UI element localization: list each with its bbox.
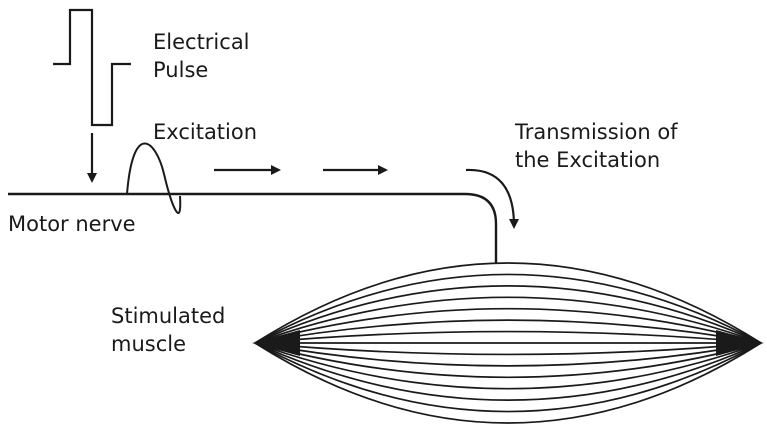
motor-nerve-label: Motor nerve — [8, 210, 136, 238]
excitation-label-text: Excitation — [153, 120, 258, 144]
stimulated-muscle-label-line1: Stimulated — [111, 304, 226, 328]
transmission-label: Transmission of the Excitation — [515, 118, 678, 174]
electrical-pulse-waveform — [53, 8, 131, 127]
stimulated-muscle-label: Stimulated muscle — [111, 302, 225, 358]
muscle-fiber — [254, 319, 762, 344]
transmission-arrow — [465, 168, 519, 229]
muscle-fiber — [254, 342, 762, 379]
muscle-fiber — [254, 262, 762, 344]
excitation-wave — [126, 142, 182, 214]
muscle-fiber — [254, 342, 762, 413]
muscle-fiber — [254, 285, 762, 344]
stimulated-muscle-label-line2: muscle — [111, 332, 187, 356]
muscle-right-tendon — [716, 330, 764, 356]
muscle-fiber — [254, 330, 762, 344]
transmission-label-line1: Transmission of — [515, 120, 678, 144]
muscle-fiber — [254, 342, 762, 356]
muscle-left-tendon — [252, 330, 300, 356]
muscle-fiber — [254, 342, 762, 401]
electrical-pulse-label-line2: Pulse — [153, 58, 209, 82]
electrical-pulse-label: Electrical Pulse — [153, 28, 250, 84]
excitation-label: Excitation — [153, 118, 257, 146]
transmission-label-line2: the Excitation — [515, 148, 661, 172]
muscle-fiber — [254, 342, 762, 424]
stimulated-muscle-fibers — [254, 262, 762, 424]
muscle-fiber — [254, 342, 762, 390]
muscle-fiber — [254, 273, 762, 344]
muscle-fiber — [254, 307, 762, 344]
muscle-fiber — [254, 342, 762, 367]
muscle-fiber — [254, 296, 762, 344]
motor-nerve-line — [8, 192, 498, 263]
motor-nerve-label-text: Motor nerve — [8, 212, 136, 236]
electrical-pulse-label-line1: Electrical — [153, 30, 250, 54]
